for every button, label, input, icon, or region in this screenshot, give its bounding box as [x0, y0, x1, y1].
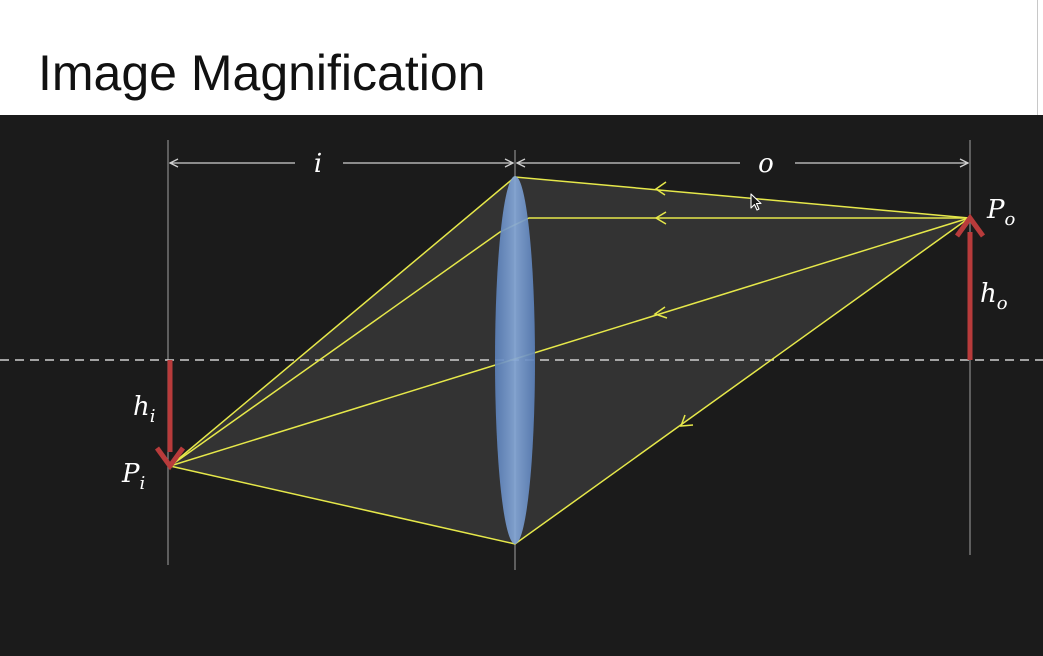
ray-central	[169, 217, 970, 467]
object-height-arrow	[954, 213, 986, 360]
image-point-subscript: i	[140, 473, 146, 494]
object-height-label: ho	[980, 279, 1008, 314]
object-point-subscript: o	[1005, 209, 1016, 230]
ray-arrow-bottom	[679, 414, 694, 427]
ray-arrow-top	[654, 181, 667, 196]
object-distance-label: o	[758, 149, 774, 179]
image-height-label: hi	[133, 392, 156, 427]
object-height-letter: h	[980, 279, 997, 309]
slide-title: Image Magnification	[38, 45, 486, 101]
object-height-subscript: o	[997, 293, 1008, 314]
ray-arrow-parallel	[654, 211, 667, 225]
image-height-letter: h	[133, 392, 150, 422]
ray-direction-arrows	[653, 181, 694, 427]
image-point-letter: P	[121, 459, 140, 489]
image-height-arrow	[154, 360, 186, 471]
ray-shading	[170, 177, 969, 544]
image-height-subscript: i	[150, 406, 156, 427]
ray-arrow-central	[653, 306, 668, 319]
image-distance-label: i	[314, 149, 322, 179]
image-point-label: Pi	[121, 459, 145, 494]
object-point-letter: P	[986, 195, 1005, 225]
object-point-label: Po	[986, 195, 1016, 230]
mouse-cursor-icon	[750, 193, 762, 211]
slide-edge-divider	[1037, 0, 1038, 115]
lens	[495, 176, 535, 544]
